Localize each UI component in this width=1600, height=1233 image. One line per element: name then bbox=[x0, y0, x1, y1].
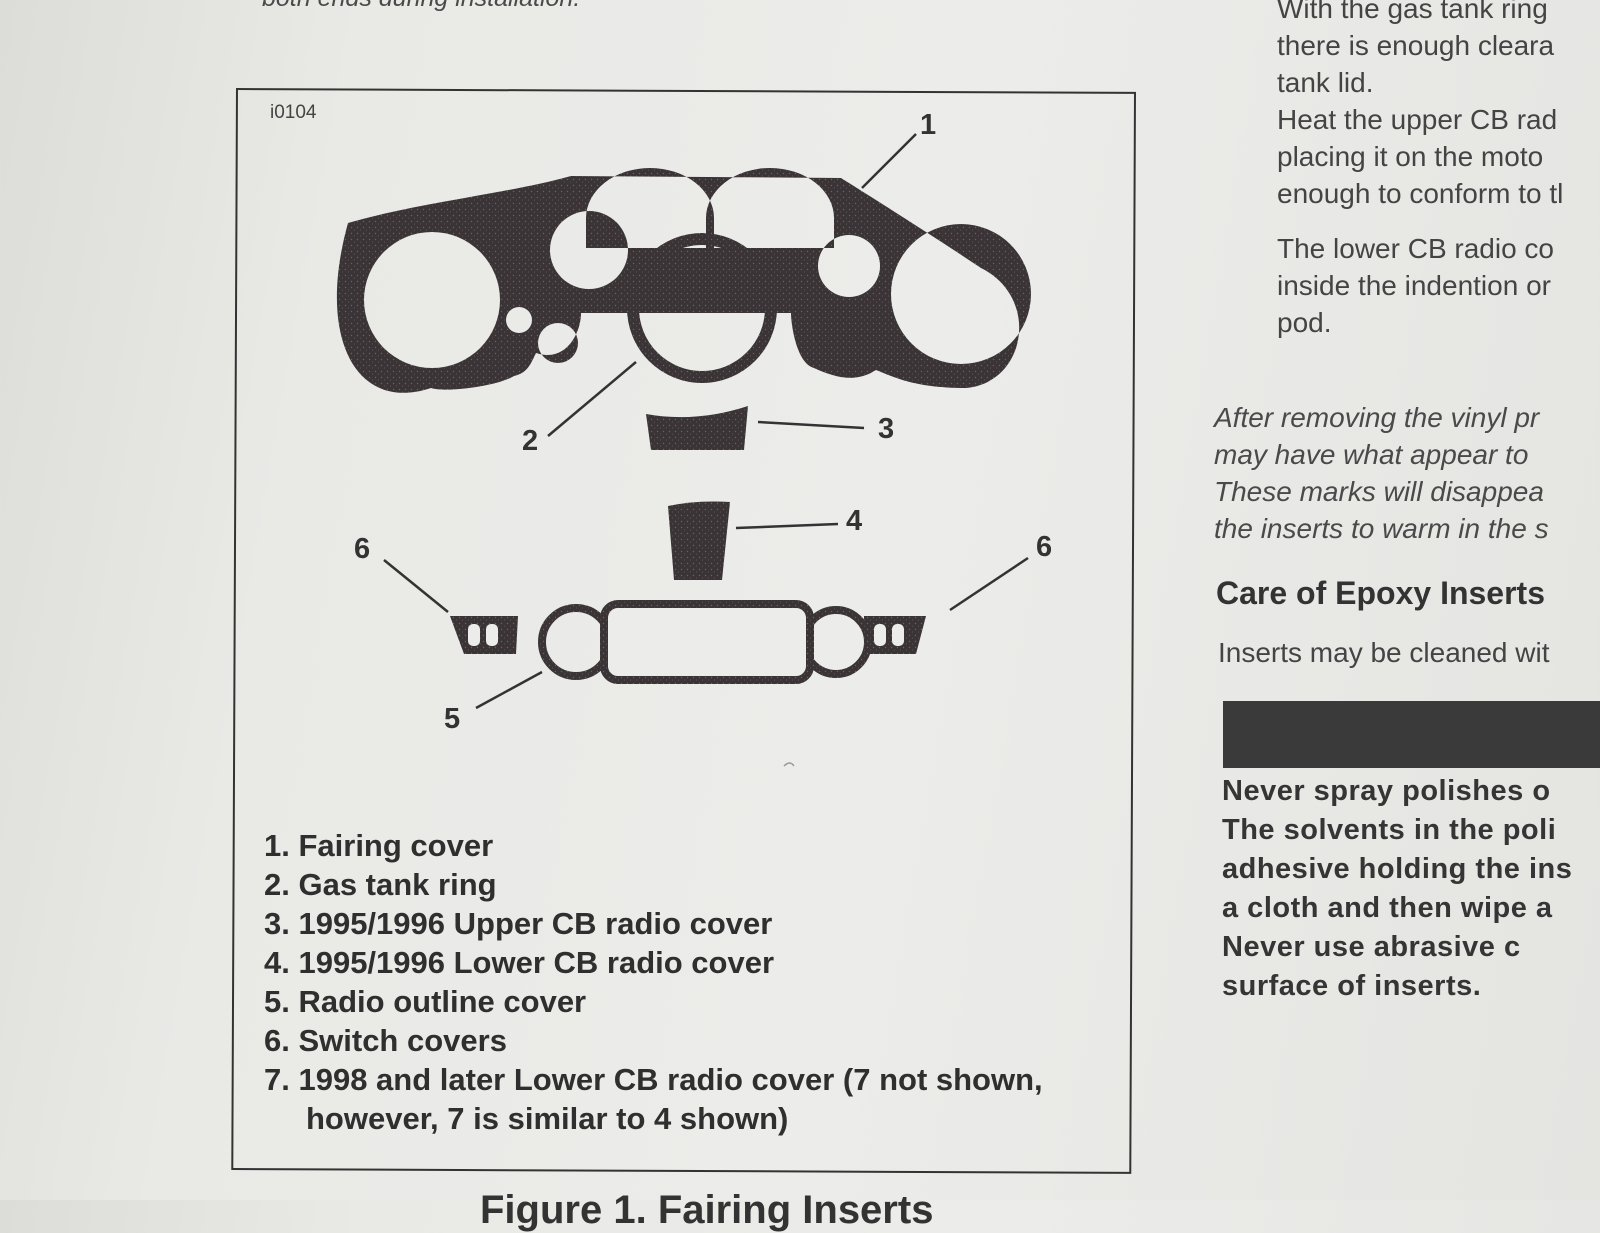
text-line: pod. bbox=[1277, 307, 1332, 338]
text-line: enough to conform to tl bbox=[1277, 178, 1564, 209]
switch-cover-right-shape bbox=[864, 616, 926, 654]
top-cut-text: both ends during installation. bbox=[262, 0, 580, 13]
legend-item: 5. Radio outline cover bbox=[264, 984, 587, 1019]
text-line: Heat the upper CB rad bbox=[1277, 104, 1558, 135]
text-line: a cloth and then wipe a bbox=[1222, 892, 1553, 924]
right-para-3: The lower CB radio co inside the indenti… bbox=[1277, 230, 1554, 341]
figure-id: i0104 bbox=[270, 102, 317, 123]
callout-4: 4 bbox=[846, 505, 862, 537]
text-line: adhesive holding the ins bbox=[1222, 853, 1573, 885]
legend-item: 1. Fairing cover bbox=[264, 828, 494, 863]
text-line: These marks will disappea bbox=[1214, 476, 1544, 507]
legend-item: 4. 1995/1996 Lower CB radio cover bbox=[264, 945, 775, 980]
text-line: surface of inserts. bbox=[1222, 970, 1482, 1002]
text-line: The solvents in the poli bbox=[1222, 814, 1557, 846]
fairing-cover-shape bbox=[336, 168, 1031, 393]
callout-6-right: 6 bbox=[1036, 531, 1052, 563]
text-line: With the gas tank ring bbox=[1277, 0, 1548, 24]
callout-6-left: 6 bbox=[354, 533, 370, 565]
upper-cb-radio-cover-shape bbox=[646, 406, 748, 450]
text-line: there is enough cleara bbox=[1277, 30, 1555, 61]
care-line: Inserts may be cleaned wit bbox=[1218, 637, 1550, 668]
right-para-1: With the gas tank ring there is enough c… bbox=[1277, 0, 1554, 101]
text-line: may have what appear to bbox=[1214, 439, 1529, 470]
lower-cb-radio-cover-shape bbox=[668, 501, 730, 580]
radio-outline-cover-shape bbox=[538, 600, 872, 684]
text-line: The lower CB radio co bbox=[1277, 233, 1555, 264]
leader-lines bbox=[383, 133, 1029, 710]
text-line: Never spray polishes o bbox=[1222, 775, 1551, 807]
warning-header-bar bbox=[1223, 701, 1600, 768]
italic-note: After removing the vinyl pr may have wha… bbox=[1214, 399, 1549, 547]
switch-cover-left-shape bbox=[450, 616, 518, 654]
warning-text: Never spray polishes o The solvents in t… bbox=[1222, 772, 1572, 1006]
figure-legend: 1. Fairing cover 2. Gas tank ring 3. 199… bbox=[264, 826, 1124, 1138]
legend-item: 6. Switch covers bbox=[264, 1023, 507, 1058]
paper-speck bbox=[783, 762, 795, 767]
legend-continuation: however, 7 is similar to 4 shown) bbox=[306, 1101, 789, 1136]
text-line: inside the indention or bbox=[1277, 270, 1551, 301]
legend-item: 7. 1998 and later Lower CB radio cover (… bbox=[264, 1062, 1043, 1097]
callout-5: 5 bbox=[444, 703, 460, 735]
gas-tank-ring-shape bbox=[627, 233, 777, 383]
legend-item: 3. 1995/1996 Upper CB radio cover bbox=[264, 906, 773, 941]
callout-1: 1 bbox=[920, 109, 936, 141]
text-line: tank lid. bbox=[1277, 67, 1374, 98]
section-heading: Care of Epoxy Inserts bbox=[1216, 575, 1545, 611]
right-para-2: Heat the upper CB rad placing it on the … bbox=[1277, 101, 1563, 212]
legend-item: 2. Gas tank ring bbox=[264, 867, 497, 902]
text-line: Never use abrasive c bbox=[1222, 931, 1521, 963]
fairing-inserts-illustration: 1 2 3 4 5 6 6 bbox=[336, 109, 1052, 767]
figure-caption: Figure 1. Fairing Inserts bbox=[480, 1188, 934, 1232]
callout-2: 2 bbox=[522, 425, 538, 457]
text-line: After removing the vinyl pr bbox=[1214, 402, 1540, 433]
text-line: placing it on the moto bbox=[1277, 141, 1544, 172]
text-line: the inserts to warm in the s bbox=[1214, 513, 1549, 544]
callout-3: 3 bbox=[878, 413, 894, 445]
